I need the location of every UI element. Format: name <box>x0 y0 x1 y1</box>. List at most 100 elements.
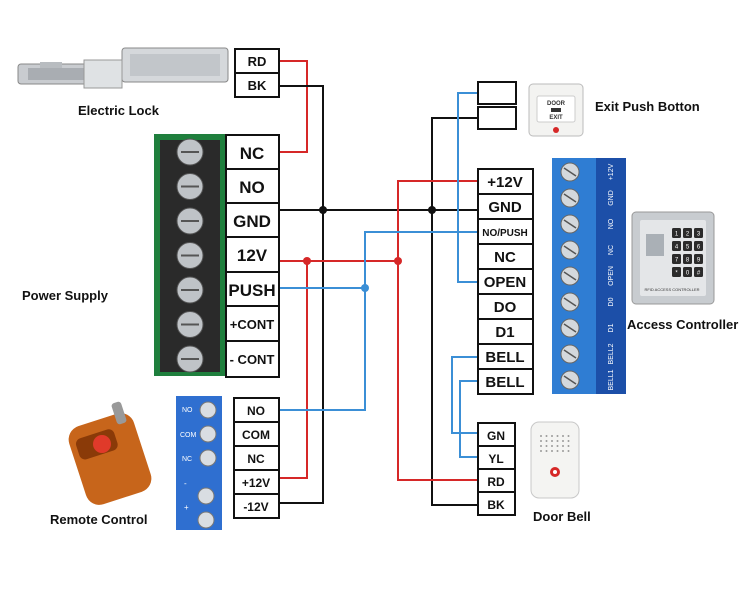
controller-strip-label: NC <box>608 245 615 255</box>
keypad-key <box>683 267 692 277</box>
power-terminal-nc: NC <box>240 144 265 163</box>
remote-strip-com: COM <box>180 432 197 439</box>
remote-strip-nc: NC <box>182 456 192 463</box>
junction-dot <box>303 257 311 265</box>
keypad-key <box>683 254 692 264</box>
access-controller-label: Access Controller <box>627 317 738 332</box>
wire-bell-blue-2 <box>459 380 478 458</box>
controller-terminal-bell-1: BELL <box>485 349 524 366</box>
keypad-key <box>683 228 692 238</box>
remote-terminal-block: NO COM NC +12V -12V <box>233 397 280 519</box>
junction-dot <box>361 284 369 292</box>
lock-terminal-rd: RD <box>248 54 267 69</box>
power-terminal-push: PUSH <box>228 281 275 300</box>
keypad-key-label: 1 <box>675 232 679 238</box>
wire-12v-red-remote <box>279 261 308 479</box>
controller-terminal-no-push: NO/PUSH <box>482 228 528 239</box>
junction-dot <box>319 206 327 214</box>
wire-exit-blue <box>457 92 478 283</box>
controller-terminal-block: +12V GND NO/PUSH NC OPEN DO D1 BELL BELL <box>477 168 534 395</box>
controller-terminal-open: OPEN <box>484 274 527 291</box>
keypad-key <box>694 241 703 251</box>
remote-strip-minus: - <box>184 479 187 488</box>
junction-dot <box>428 206 436 214</box>
exit-button-bottom-text: EXIT <box>549 115 563 121</box>
junction-dot <box>394 257 402 265</box>
remote-terminal-minus12v: -12V <box>243 500 268 514</box>
wire-push-blue <box>279 231 478 289</box>
bell-terminal-block: GN YL RD BK <box>477 422 516 516</box>
remote-receiver-board: NO COM NC - + <box>176 396 222 530</box>
keypad-key <box>683 241 692 251</box>
controller-terminal-nc: NC <box>494 249 516 266</box>
controller-strip-label: D0 <box>608 297 615 306</box>
exit-push-button-label: Exit Push Botton <box>595 99 700 114</box>
keypad-key <box>694 254 703 264</box>
lock-terminal-bk: BK <box>248 78 267 93</box>
keypad-key <box>694 267 703 277</box>
power-terminal-minus-cont: - CONT <box>230 352 275 367</box>
keypad-key-label: 5 <box>686 245 690 251</box>
remote-control-label: Remote Control <box>50 512 148 527</box>
bell-terminal-yl: YL <box>488 452 503 466</box>
remote-terminal-com: COM <box>242 428 270 442</box>
controller-strip-label: GND <box>608 190 615 206</box>
keypad-key-label: 3 <box>697 232 701 238</box>
electric-lock-label: Electric Lock <box>78 103 160 118</box>
keypad-key <box>694 228 703 238</box>
controller-terminal-12v: +12V <box>487 174 522 191</box>
wire-12v-red <box>279 180 478 262</box>
controller-terminal-bell-2: BELL <box>485 374 524 391</box>
keypad-key-label: 6 <box>697 245 701 251</box>
keypad-key <box>672 228 681 238</box>
keypad-key-label: 2 <box>686 232 690 238</box>
power-supply-board <box>154 134 226 376</box>
controller-strip-label: BELL1 <box>608 369 615 390</box>
wire-push-blue-remote <box>279 288 366 411</box>
power-terminal-12v: 12V <box>237 246 268 265</box>
controller-terminal-do: DO <box>494 299 517 316</box>
door-bell-device <box>530 421 580 499</box>
remote-control-device <box>68 401 152 505</box>
power-supply-label: Power Supply <box>22 288 109 303</box>
exit-terminal-block <box>477 81 517 130</box>
bell-terminal-rd: RD <box>487 475 505 489</box>
keypad-key-label: # <box>697 271 701 277</box>
remote-terminal-no: NO <box>247 404 265 418</box>
keypad-key-label: 8 <box>686 258 690 264</box>
wires <box>279 60 478 506</box>
exit-button-top-text: DOOR <box>547 101 566 107</box>
keypad-key-label: 7 <box>675 258 679 264</box>
remote-strip-plus: + <box>184 503 189 512</box>
keypad-key <box>672 241 681 251</box>
wire-black-vertical <box>431 117 478 506</box>
power-terminal-block: NC NO GND 12V PUSH +CONT - CONT <box>225 134 280 378</box>
remote-strip-no: NO <box>182 407 193 414</box>
controller-terminal-d1: D1 <box>495 324 514 341</box>
wire-lock-red <box>279 60 308 153</box>
wire-12v-red-down <box>397 261 478 481</box>
keypad-key-label: 9 <box>697 258 701 264</box>
bell-terminal-gn: GN <box>487 429 505 443</box>
keypad-key-label: * <box>675 271 678 277</box>
door-bell-label: Door Bell <box>533 509 591 524</box>
keypad-key <box>672 254 681 264</box>
controller-strip-label: NO <box>608 218 615 229</box>
exit-button-device: DOOR EXIT <box>528 83 584 137</box>
bell-terminal-bk: BK <box>487 498 505 512</box>
power-terminal-gnd: GND <box>233 212 271 231</box>
remote-terminal-plus12v: +12V <box>242 476 270 490</box>
power-terminal-no: NO <box>239 178 265 197</box>
controller-terminal-gnd: GND <box>488 199 522 216</box>
controller-strip-label: D1 <box>608 323 615 332</box>
controller-strip-label: +12V <box>608 163 615 180</box>
wire-lock-black <box>279 85 324 504</box>
remote-terminal-nc: NC <box>247 452 265 466</box>
power-terminal-plus-cont: +CONT <box>230 317 274 332</box>
keypad-key-label: 0 <box>686 271 690 277</box>
electric-lock-device <box>17 47 229 89</box>
keypad-footer-text: RFID ACCESS CONTROLLER <box>644 287 699 292</box>
controller-strip-label: BELL2 <box>608 343 615 364</box>
controller-strip-label: OPEN <box>608 266 615 286</box>
